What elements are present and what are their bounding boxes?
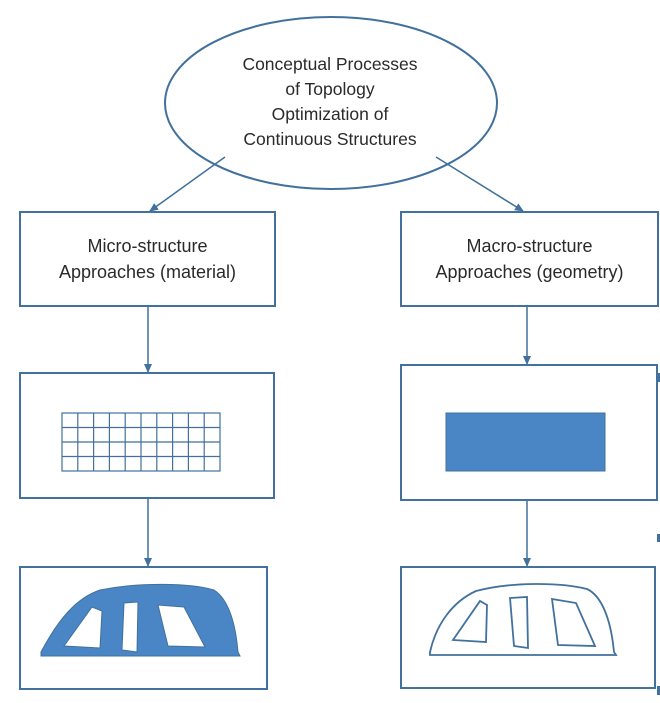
root-line-1: Conceptual Processes	[242, 54, 418, 74]
macro-structure-box	[400, 211, 659, 307]
micro-line-2: Approaches (material)	[58, 262, 237, 282]
edge-mark	[657, 686, 660, 695]
edge-mark	[657, 534, 660, 542]
geometry-optimized-shape	[429, 583, 618, 656]
finite-element-grid	[61, 412, 221, 472]
arrow-root-to-micro	[149, 156, 226, 212]
micro-structure-label: Micro-structure Approaches (material)	[20, 233, 275, 285]
micro-line-1: Micro-structure	[87, 236, 208, 256]
macro-structure-label: Macro-structure Approaches (geometry)	[401, 233, 658, 285]
edge-mark	[657, 373, 660, 382]
root-ellipse	[164, 16, 498, 190]
root-line-2: of Topology	[285, 79, 375, 99]
micro-structure-box	[19, 211, 276, 307]
macro-line-1: Macro-structure	[466, 236, 593, 256]
root-line-4: Continuous Structures	[243, 129, 417, 149]
solid-design-domain	[445, 412, 606, 472]
grid-domain-box	[19, 372, 275, 499]
arrow-root-to-macro	[435, 156, 524, 212]
root-line-3: Optimization of	[271, 104, 389, 124]
material-optimized-shape	[40, 583, 241, 657]
macro-line-2: Approaches (geometry)	[435, 262, 624, 282]
root-ellipse-label: Conceptual Processes of Topology Optimiz…	[205, 52, 455, 152]
